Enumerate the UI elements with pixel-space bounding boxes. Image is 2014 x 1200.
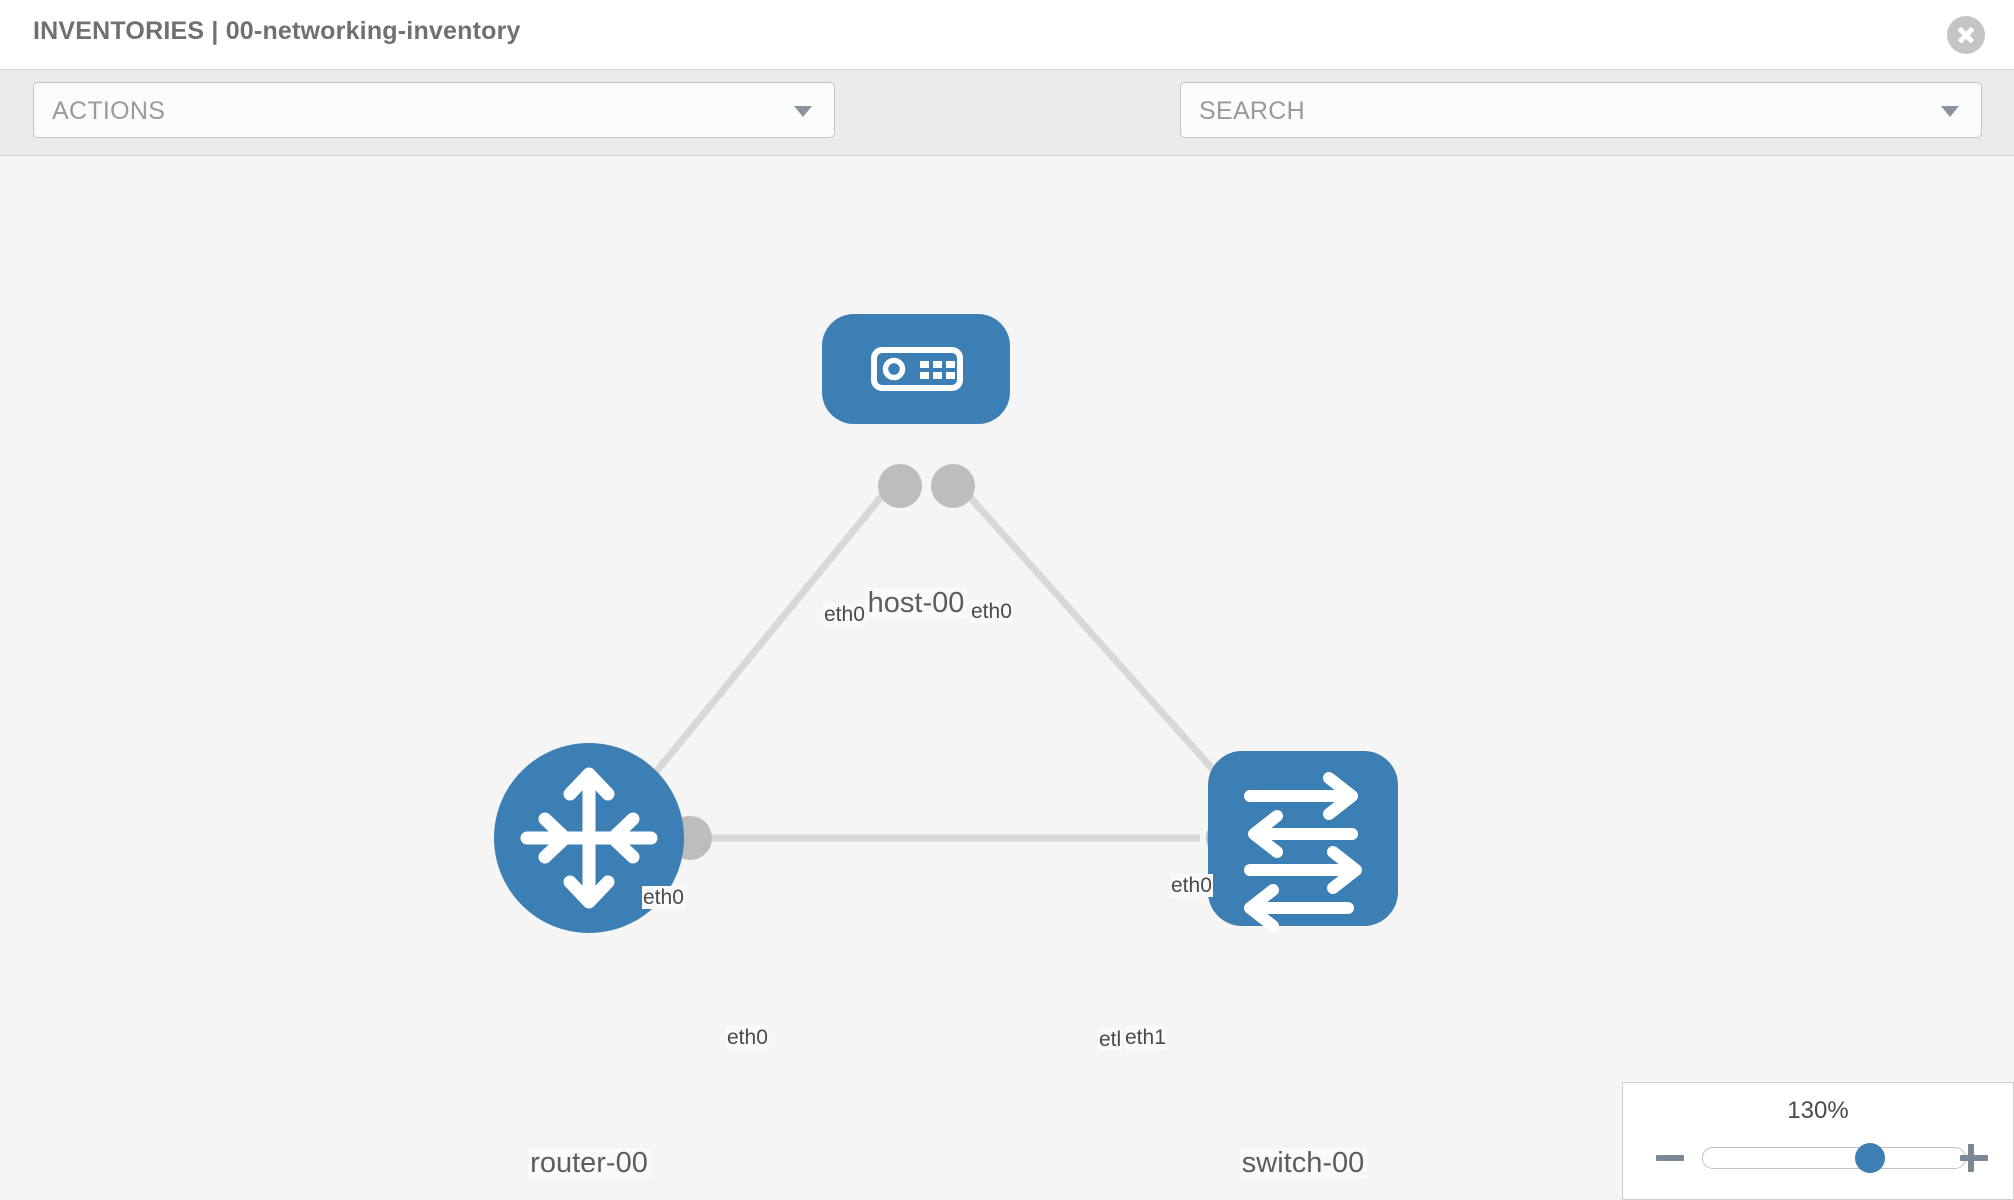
edge-label-host-left: eth0 [823, 603, 866, 627]
minus-icon-bar [1656, 1155, 1684, 1161]
toolbar: ACTIONS SEARCH [0, 70, 2014, 207]
page-title: INVENTORIES | 00-networking-inventory [33, 17, 521, 45]
link-host-router[interactable] [617, 483, 893, 819]
edge-label-router-up: eth0 [642, 886, 685, 910]
actions-dropdown-label: ACTIONS [52, 97, 166, 125]
actions-dropdown[interactable]: ACTIONS [33, 82, 835, 138]
topology-graph [494, 314, 1398, 933]
search-input[interactable]: SEARCH [1180, 82, 1982, 138]
server-icon [871, 347, 963, 391]
edge-label-overlap-partial: etl [1098, 1028, 1123, 1052]
minus-icon[interactable] [1653, 1141, 1687, 1175]
edge-label-host-right: eth0 [970, 600, 1013, 624]
zoom-slider-row [1623, 1139, 2013, 1179]
topology-connectors [668, 464, 1260, 860]
connector-host-right[interactable] [931, 464, 975, 508]
chevron-down-icon [794, 106, 812, 117]
zoom-slider-thumb[interactable] [1855, 1143, 1885, 1173]
node-switch-00[interactable] [1208, 751, 1398, 932]
node-router-00[interactable] [494, 743, 684, 933]
connector-host-left[interactable] [878, 464, 922, 508]
switch-arrows-icon [1244, 772, 1362, 932]
chevron-down-icon [1941, 106, 1959, 117]
node-host-00[interactable] [822, 314, 1010, 424]
plus-icon[interactable] [1957, 1141, 1991, 1175]
link-host-switch[interactable] [957, 483, 1253, 814]
page-header: INVENTORIES | 00-networking-inventory [0, 0, 2014, 70]
node-host-00-shape[interactable] [822, 314, 1010, 424]
node-label-host-00: host-00 [865, 587, 967, 619]
router-arrows-icon [520, 767, 658, 909]
close-icon[interactable] [1947, 16, 1985, 54]
edge-label-switch-up: eth0 [1170, 874, 1213, 898]
node-label-router-00: router-00 [528, 1147, 650, 1179]
edge-label-switch-left: eth1 [1124, 1026, 1167, 1050]
zoom-slider[interactable] [1702, 1143, 1966, 1173]
topology-links [617, 483, 1253, 842]
zoom-level-value: 130% [1787, 1097, 1849, 1124]
search-placeholder: SEARCH [1199, 97, 1305, 125]
edge-label-router-right: eth0 [726, 1026, 769, 1050]
topology-canvas[interactable]: host-00 router-00 switch-00 eth0 eth0 et… [0, 156, 2014, 1200]
node-label-switch-00: switch-00 [1239, 1147, 1367, 1179]
zoom-control-panel: 130% [1622, 1082, 2014, 1200]
plus-icon-bar-h [1960, 1155, 1988, 1161]
plus-icon-bar-v [1968, 1144, 1974, 1172]
